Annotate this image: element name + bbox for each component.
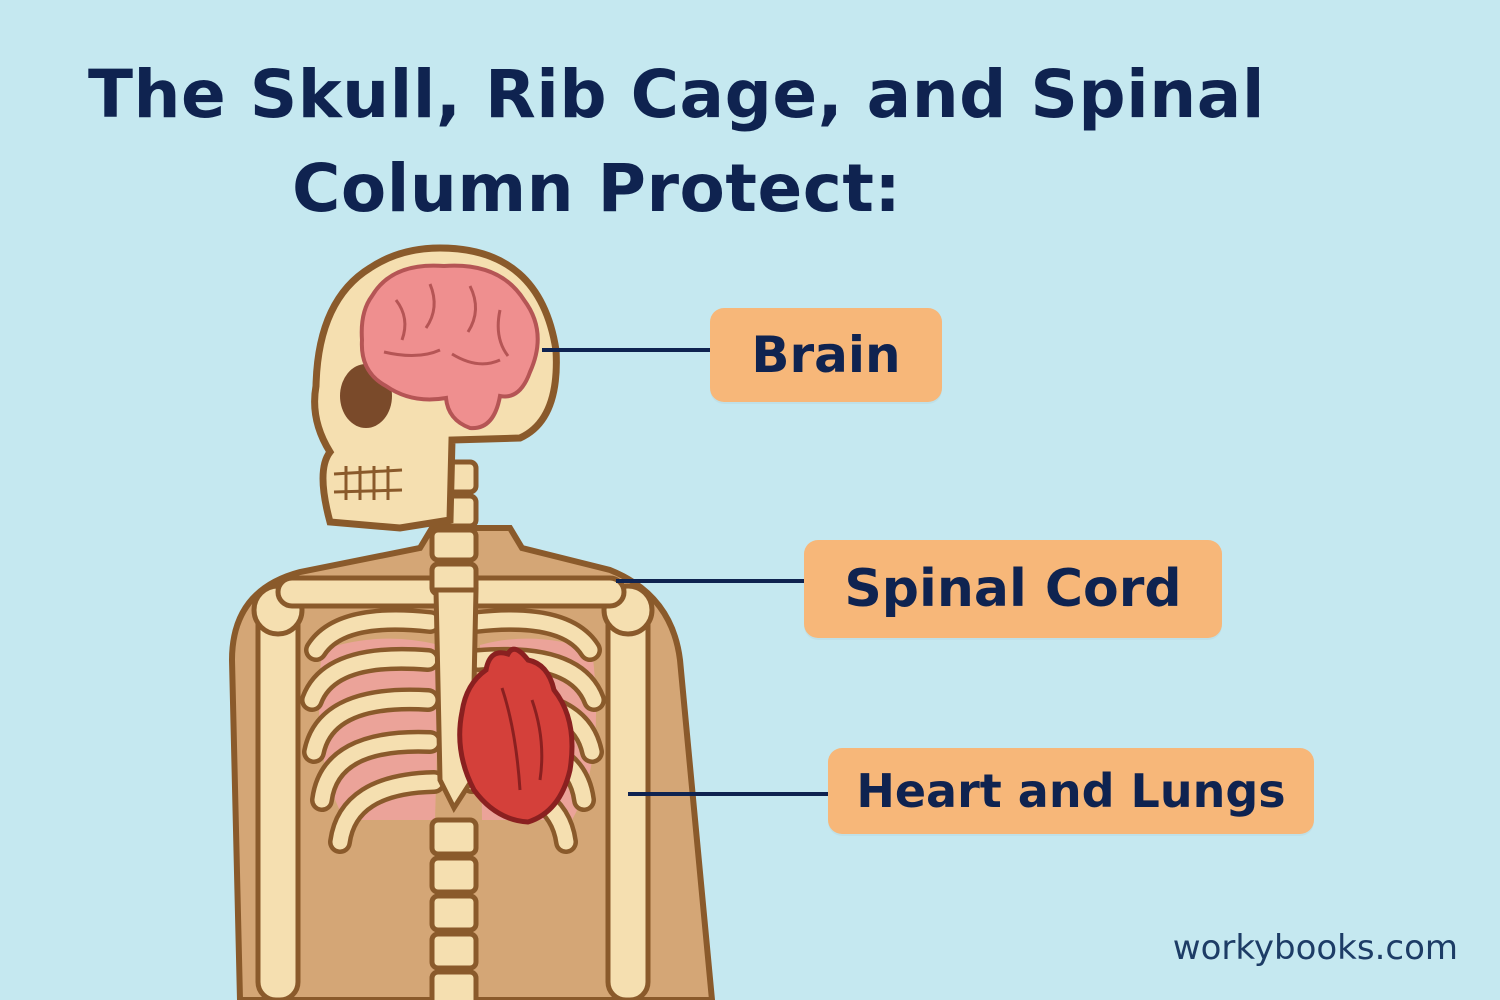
heart-icon [457,646,575,825]
connector-lines [542,348,830,796]
title-line-2: Column Protect: [292,150,902,227]
watermark: workybooks.com [1172,928,1458,968]
brain-icon [359,263,540,431]
brain-label: Brain [710,308,942,402]
spinal-cord-label: Spinal Cord [804,540,1222,638]
page-title: The Skull, Rib Cage, and Spinal Column P… [0,48,1300,236]
title-line-1: The Skull, Rib Cage, and Spinal [88,56,1265,133]
heart-and-lungs-label: Heart and Lungs [828,748,1314,834]
